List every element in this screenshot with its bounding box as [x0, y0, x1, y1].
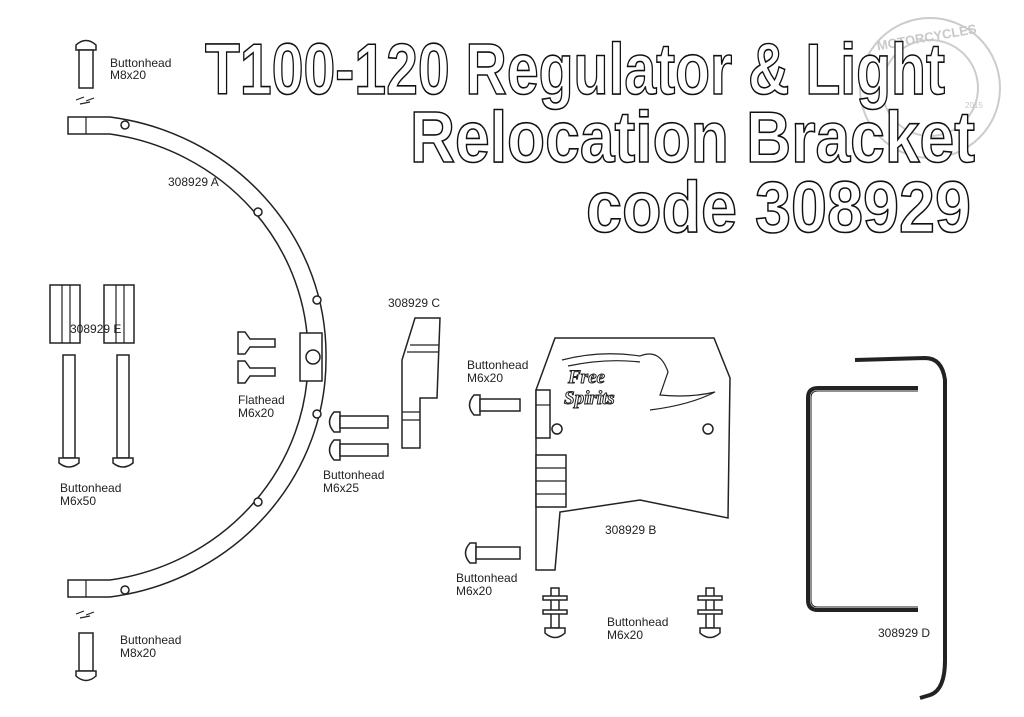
- wire-loop-d: [806, 355, 947, 700]
- regulator-plate-b: Free Spirits: [535, 337, 731, 571]
- title-line-1: T100-120 Regulator & Light: [205, 30, 945, 110]
- label-m6x20-mid-size: M6x20: [456, 584, 492, 598]
- title-line-3: code 308929: [586, 168, 971, 248]
- label-top-m8-size: M8x20: [110, 68, 146, 82]
- label-flathead-size: M6x20: [238, 406, 274, 420]
- label-m6x20-top-type: Buttonhead: [467, 358, 528, 372]
- buttonhead-m6x20-upper: [468, 394, 521, 416]
- label-part-d: 308929 D: [878, 626, 930, 640]
- label-top-m8-type: Buttonhead: [110, 56, 171, 70]
- bracket-c: [401, 317, 441, 449]
- label-m6x20-bottom-size: M6x20: [607, 628, 643, 642]
- svg-text:2015: 2015: [965, 101, 983, 110]
- title-line-2: Relocation Bracket: [410, 98, 975, 178]
- label-part-c: 308929 C: [388, 296, 440, 310]
- buttonhead-m6x50-pair: [58, 354, 134, 468]
- label-flathead-type: Flathead: [238, 393, 285, 407]
- buttonhead-m8x20-bottom: [75, 610, 97, 682]
- label-m6x25-size: M6x25: [323, 481, 359, 495]
- label-m6x20-bottom-type: Buttonhead: [607, 615, 668, 629]
- label-m6x25-type: Buttonhead: [323, 468, 384, 482]
- label-part-a: 308929 A: [168, 175, 219, 189]
- logo-line-1: Free: [567, 367, 606, 388]
- label-m6x20-top-size: M6x20: [467, 371, 503, 385]
- label-bottom-m8-type: Buttonhead: [120, 633, 181, 647]
- buttonhead-m6x25-pair: [328, 411, 389, 461]
- buttonhead-m6x20-with-washers: [542, 587, 723, 639]
- label-m6x50-size: M6x50: [60, 494, 96, 508]
- label-bottom-m8-size: M8x20: [120, 646, 156, 660]
- label-m6x50-type: Buttonhead: [60, 481, 121, 495]
- spacers-e: [49, 284, 135, 344]
- buttonhead-m6x20-lower: [464, 542, 521, 564]
- flathead-m6x20-pair: [237, 331, 276, 384]
- label-part-e: 308929 E: [70, 322, 121, 336]
- label-m6x20-mid-type: Buttonhead: [456, 571, 517, 585]
- logo-line-2: Spirits: [564, 388, 615, 409]
- buttonhead-m8x20-top: [75, 39, 97, 105]
- arc-bracket-a: [67, 116, 327, 598]
- label-part-b: 308929 B: [605, 523, 656, 537]
